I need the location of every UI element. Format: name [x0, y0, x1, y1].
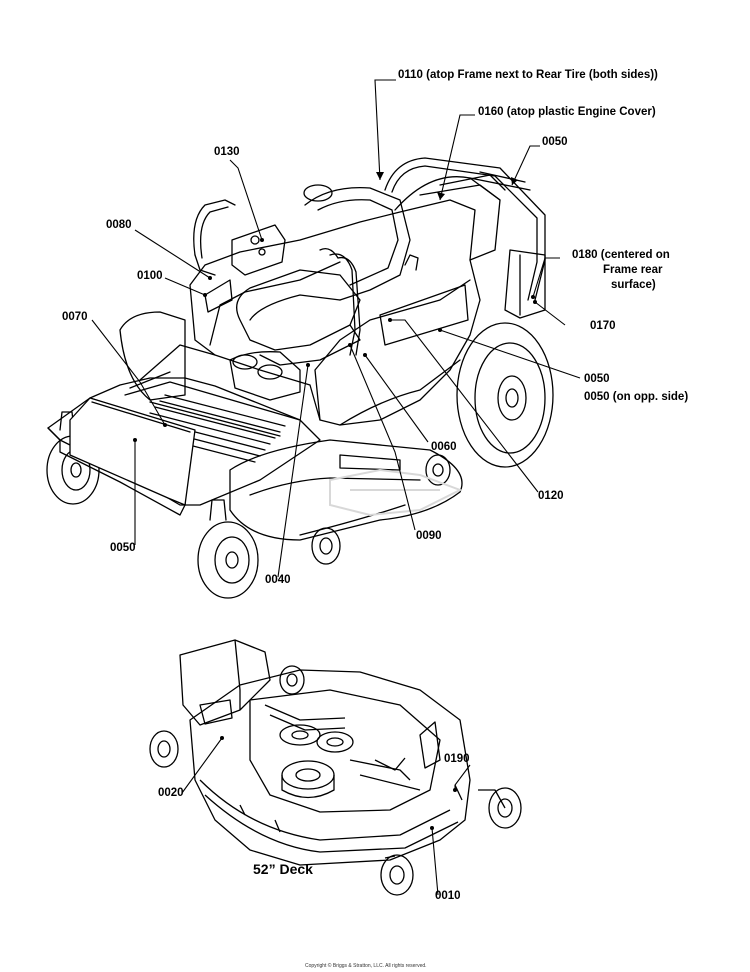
control-levers — [193, 199, 361, 356]
callout-0090: 0090 — [416, 530, 442, 542]
callout-0020: 0020 — [158, 787, 184, 799]
callout-0050-right: 0050 — [584, 373, 610, 385]
seat — [236, 184, 411, 366]
callout-0010: 0010 — [435, 890, 461, 902]
callout-0180-line2: Frame rear — [603, 264, 663, 276]
rear-tire-right — [456, 322, 554, 468]
front-caster-right — [197, 499, 259, 599]
callout-0180-line3: surface) — [611, 279, 656, 291]
callout-0110: 0110 (atop Frame next to Rear Tire (both… — [398, 69, 658, 81]
rops-bar — [384, 157, 546, 319]
callout-0050-opposite: 0050 (on opp. side) — [584, 391, 689, 403]
callout-0120: 0120 — [538, 490, 564, 502]
callout-0130: 0130 — [214, 146, 240, 158]
callout-0160: 0160 (atop plastic Engine Cover) — [478, 106, 656, 118]
callout-0190: 0190 — [444, 753, 470, 765]
callout-0070: 0070 — [62, 311, 88, 323]
body — [189, 199, 481, 426]
callout-0100: 0100 — [137, 270, 163, 282]
callout-0080: 0080 — [106, 219, 132, 231]
deck-52 — [149, 639, 522, 896]
copyright-text: Copyright © Briggs & Stratton, LLC. All … — [305, 963, 427, 969]
leader-lines — [91, 79, 581, 578]
callout-0060: 0060 — [431, 441, 457, 453]
callout-0050-left: 0050 — [110, 542, 136, 554]
callout-0040: 0040 — [265, 574, 291, 586]
callout-0050-top: 0050 — [542, 136, 568, 148]
callout-0170: 0170 — [590, 320, 616, 332]
callout-0180-line1: 0180 (centered on — [572, 249, 670, 261]
deck-title: 52” Deck — [253, 861, 313, 877]
